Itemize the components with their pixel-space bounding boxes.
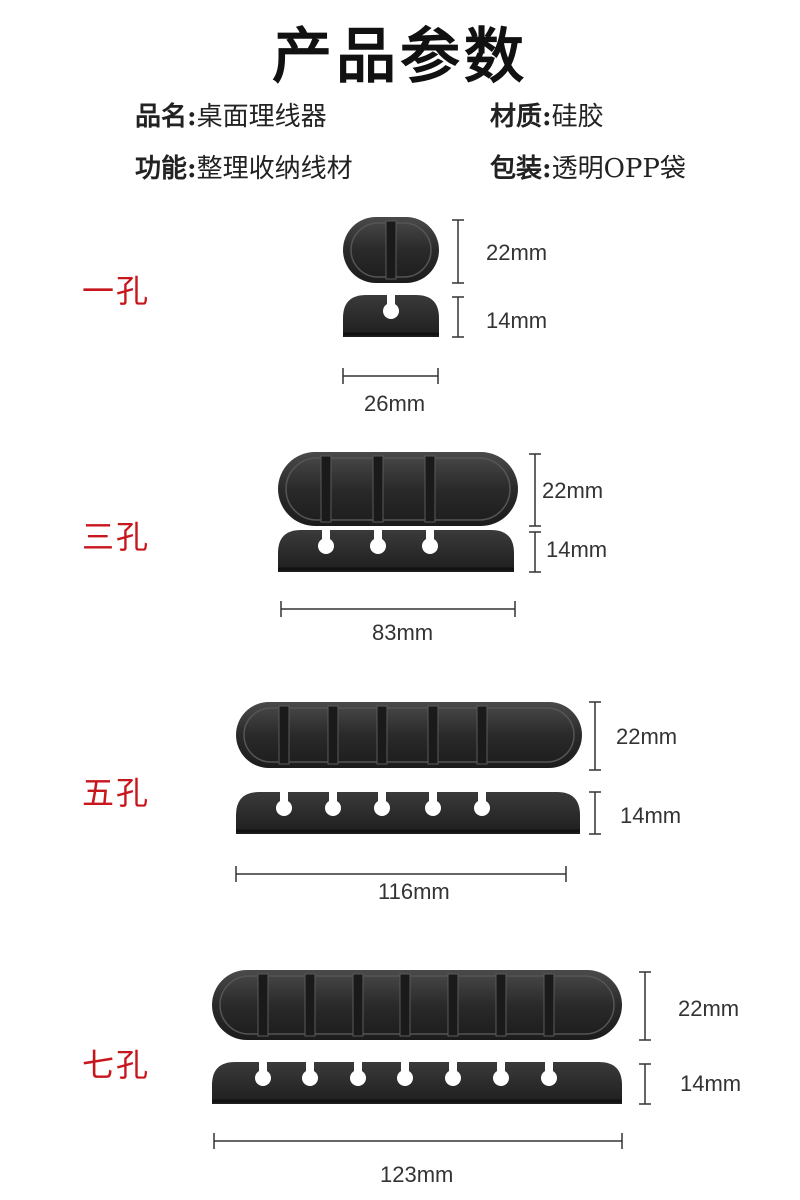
side-hole-7-1 [302,1070,318,1086]
top-slot-7-2 [352,973,364,1037]
top-slot-3-0 [320,455,332,523]
spec-material: 材质:硅胶 [490,96,604,133]
spec-function: 功能:整理收纳线材 [135,148,353,185]
side-hole-3-0 [318,538,334,554]
spec-package-value: 透明OPP袋 [551,154,686,184]
top-slot-3-1 [372,455,384,523]
top-slot-7-4 [447,973,459,1037]
side-slot-7-0 [259,1061,267,1071]
side-hole-7-6 [541,1070,557,1086]
spec-material-value: 硅胶 [551,102,604,132]
top-view-rim-3 [285,457,511,521]
top-slot-1-0 [385,220,397,280]
top-slot-5-0 [278,705,290,765]
spec-package-key: 包装: [490,154,552,184]
dim-height-bottom-5: 14mm [620,803,682,828]
top-view-5 [236,702,582,768]
top-slot-7-1 [304,973,316,1037]
top-view-3 [278,452,518,526]
spec-package: 包装:透明OPP袋 [490,148,686,185]
variant-label-3: 三孔 [82,518,151,556]
side-hole-7-4 [445,1070,461,1086]
top-view-rim-5 [243,707,575,763]
side-hole-7-5 [493,1070,509,1086]
side-slot-5-1 [329,791,337,801]
top-slot-3-2 [424,455,436,523]
side-slot-7-5 [497,1061,505,1071]
top-slot-7-6 [543,973,555,1037]
side-hole-7-2 [350,1070,366,1086]
side-slot-7-6 [545,1061,553,1071]
variant-label-7: 七孔 [82,1046,151,1084]
dim-width-5: 116mm [378,879,450,904]
variant-label-1: 一孔 [82,272,151,310]
spec-function-value: 整理收纳线材 [196,154,353,184]
dim-height-top-1: 22mm [486,240,548,265]
side-slot-7-3 [401,1061,409,1071]
side-view-7 [212,1062,622,1104]
dim-height-top-7: 22mm [678,996,740,1021]
side-hole-5-3 [425,800,441,816]
side-slot-7-2 [354,1061,362,1071]
side-hole-5-4 [474,800,490,816]
side-hole-3-2 [422,538,438,554]
side-hole-3-1 [370,538,386,554]
top-slot-5-2 [376,705,388,765]
side-view-5 [236,792,580,834]
side-slot-5-0 [280,791,288,801]
top-slot-7-3 [399,973,411,1037]
side-slot-3-1 [374,529,382,539]
top-view-7 [212,970,622,1040]
dim-height-top-3: 22mm [542,478,604,503]
top-view-rim-7 [219,975,615,1035]
top-slot-5-4 [476,705,488,765]
side-hole-7-0 [255,1070,271,1086]
spec-name-key: 品名: [135,102,197,132]
top-slot-5-1 [327,705,339,765]
side-hole-1-0 [383,303,399,319]
side-slot-5-2 [378,791,386,801]
side-slot-7-1 [306,1061,314,1071]
dim-width-7: 123mm [380,1162,454,1187]
side-hole-5-0 [276,800,292,816]
side-hole-5-1 [325,800,341,816]
spec-function-key: 功能: [135,154,197,184]
page-title: 产品参数 [272,22,528,92]
side-hole-5-2 [374,800,390,816]
dim-height-bottom-1: 14mm [486,308,548,333]
dim-height-top-5: 22mm [616,724,678,749]
top-slot-7-0 [257,973,269,1037]
dim-width-3: 83mm [372,620,434,645]
spec-name-value: 桌面理线器 [196,102,327,132]
spec-material-key: 材质: [490,102,552,132]
side-view-3 [278,530,514,572]
side-slot-7-4 [449,1061,457,1071]
side-slot-3-2 [426,529,434,539]
dim-height-bottom-3: 14mm [546,537,608,562]
dim-width-1: 26mm [364,391,426,416]
side-slot-3-0 [322,529,330,539]
side-slot-5-3 [429,791,437,801]
variant-label-5: 五孔 [82,774,151,812]
spec-name: 品名:桌面理线器 [135,96,327,133]
top-slot-7-5 [495,973,507,1037]
side-hole-7-3 [397,1070,413,1086]
dim-height-bottom-7: 14mm [680,1071,742,1096]
side-slot-5-4 [478,791,486,801]
top-slot-5-3 [427,705,439,765]
side-slot-1-0 [387,294,395,304]
